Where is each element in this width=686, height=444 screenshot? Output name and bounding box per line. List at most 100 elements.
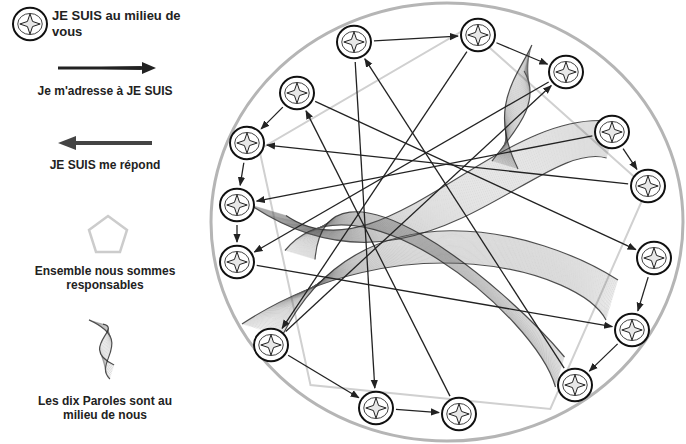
arrow xyxy=(257,265,613,326)
icon-ring xyxy=(549,56,583,88)
ribbon-strand xyxy=(282,231,618,336)
icon-star xyxy=(468,25,488,45)
star-icon xyxy=(280,77,314,109)
arrow xyxy=(355,62,375,388)
icon-star xyxy=(638,176,658,196)
icon-star xyxy=(261,335,281,355)
icon-inner xyxy=(642,247,666,268)
arrow xyxy=(306,111,450,396)
arrows xyxy=(237,36,648,412)
arrow xyxy=(288,355,359,397)
ribbon-strand xyxy=(313,213,564,359)
star-icon xyxy=(359,392,393,424)
ribbon-strand xyxy=(271,135,613,234)
ribbon-strand xyxy=(304,217,561,368)
icon-inner xyxy=(342,31,366,52)
ribbon-strand xyxy=(286,120,617,230)
star-icon xyxy=(631,170,665,202)
icon-inner xyxy=(225,194,249,215)
legend-text: Ensemble nous sommes responsables xyxy=(20,264,190,293)
ribbon-strand xyxy=(273,133,614,233)
ribbon-strand xyxy=(276,130,614,232)
icon-ring xyxy=(615,314,649,346)
arrow-head xyxy=(142,62,156,74)
icon-ring xyxy=(337,26,371,58)
icon-ring xyxy=(558,369,592,401)
ribbon-strand xyxy=(306,216,562,366)
arrow xyxy=(496,43,547,64)
arrow xyxy=(257,136,593,201)
ribbon-strand xyxy=(96,322,112,372)
star-icon xyxy=(595,116,629,148)
icon-star xyxy=(237,133,257,153)
ribbon-strand xyxy=(100,323,113,368)
ribbon-strand xyxy=(287,224,556,385)
icon-ring xyxy=(637,242,671,274)
arrow-sample xyxy=(58,67,146,70)
icon-ring xyxy=(631,170,665,202)
ribbon-strand xyxy=(312,213,564,360)
arrow xyxy=(589,344,617,371)
icon-star xyxy=(227,195,247,215)
arrow xyxy=(261,107,283,129)
star-icon xyxy=(549,56,583,88)
ribbon-strand xyxy=(289,223,557,383)
icon-ring xyxy=(280,77,314,109)
ribbon-strand xyxy=(281,232,618,336)
ribbon-sample xyxy=(89,320,114,379)
icon-inner xyxy=(18,13,42,34)
icon-inner xyxy=(225,251,249,272)
legend-text: Je m'adresse à JE SUIS xyxy=(20,84,190,98)
star-icon xyxy=(220,189,254,221)
icon-star xyxy=(344,32,364,52)
arrow-sample xyxy=(70,141,152,145)
icon-inner xyxy=(364,397,388,418)
star-icon xyxy=(637,242,671,274)
ribbon-strand xyxy=(280,126,616,231)
arrow xyxy=(365,59,564,368)
ribbon-strand xyxy=(268,138,612,235)
ribbon-strand xyxy=(315,212,565,357)
icon-star xyxy=(20,14,40,34)
icon-star xyxy=(622,320,642,340)
icon-inner xyxy=(600,121,624,142)
icon-star xyxy=(602,122,622,142)
icon-inner xyxy=(285,82,309,103)
icon-ring xyxy=(230,127,264,159)
ribbon-strand xyxy=(267,139,612,235)
icon-inner xyxy=(563,374,587,395)
ribbon-strand xyxy=(279,234,617,335)
icon-star xyxy=(644,248,664,268)
star-icon xyxy=(254,329,288,361)
ribbon-strand xyxy=(314,212,564,358)
legend-text: Les dix Paroles sont au milieu de nous xyxy=(20,394,190,423)
arrow xyxy=(240,163,244,186)
icon-star xyxy=(556,62,576,82)
arrow xyxy=(638,277,648,311)
members xyxy=(220,19,671,430)
icon-ring xyxy=(220,246,254,278)
icon-star xyxy=(366,398,386,418)
arrow xyxy=(286,86,552,332)
icon-inner xyxy=(620,319,644,340)
ribbon-strand xyxy=(311,214,563,361)
star-icon xyxy=(13,8,47,40)
ribbon-strand xyxy=(278,234,617,334)
star-icon xyxy=(442,398,476,430)
icon-inner xyxy=(554,61,578,82)
arrow xyxy=(396,409,439,412)
icon-ring xyxy=(595,116,629,148)
icon-inner xyxy=(259,334,283,355)
icon-star xyxy=(449,404,469,424)
star-icon xyxy=(558,369,592,401)
outer-circle xyxy=(211,3,683,441)
ribbon-strand xyxy=(99,323,113,369)
icon-star xyxy=(227,252,247,272)
icon-ring xyxy=(461,19,495,51)
icon-star xyxy=(565,375,585,395)
ribbon-strand xyxy=(308,215,562,364)
icon-ring xyxy=(442,398,476,430)
star-icon xyxy=(220,246,254,278)
ribbon-strand xyxy=(100,324,113,367)
